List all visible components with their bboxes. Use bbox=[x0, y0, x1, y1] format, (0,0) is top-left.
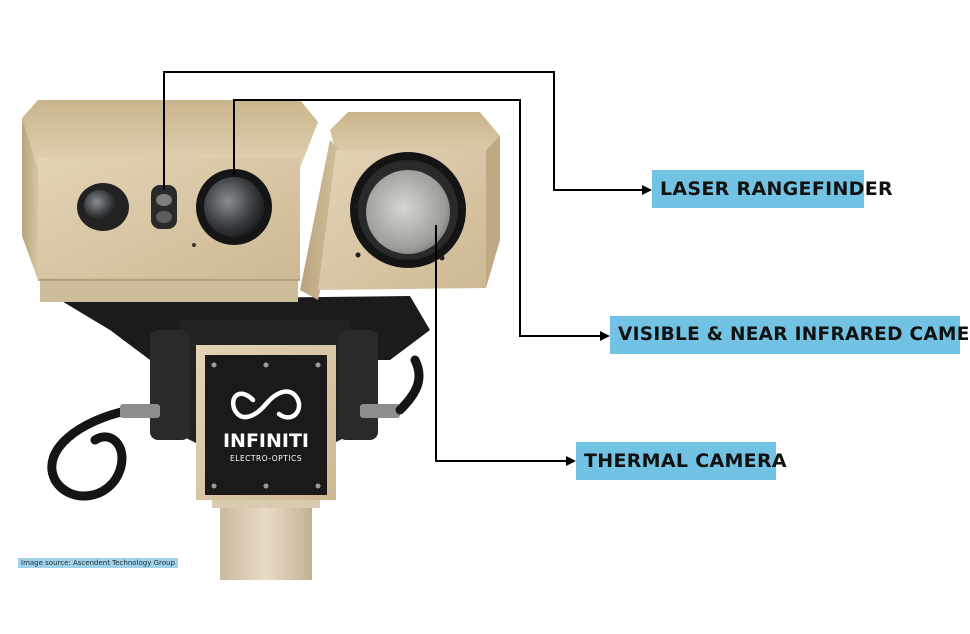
label-thermal-camera: THERMAL CAMERA bbox=[576, 442, 787, 480]
cable-right bbox=[395, 355, 424, 415]
label-laser-rangefinder: LASER RANGEFINDER bbox=[652, 170, 893, 208]
infiniti-logo-icon bbox=[230, 389, 302, 420]
brand-tagline: ELECTRO-OPTICS bbox=[230, 454, 302, 463]
mount-pole bbox=[220, 500, 312, 580]
logo-plate bbox=[205, 355, 327, 495]
leader-line-laser bbox=[163, 71, 646, 191]
label-visible-nir-camera: VISIBLE & NEAR INFRARED CAMERA bbox=[610, 316, 970, 354]
cable-connector-right bbox=[360, 404, 400, 418]
image-credit: Image source: Ascendent Technology Group bbox=[18, 558, 178, 568]
plate-screws bbox=[211, 362, 321, 489]
cable bbox=[47, 405, 135, 501]
leader-line-visible bbox=[233, 99, 604, 337]
cable-connector-left bbox=[120, 404, 160, 418]
arrow-right-icon bbox=[566, 185, 652, 466]
yoke-right-arm bbox=[338, 330, 378, 440]
leader-line-thermal bbox=[435, 225, 570, 462]
leader-lines bbox=[163, 71, 646, 462]
yoke-left-arm bbox=[150, 330, 190, 440]
brand-name: INFINITI bbox=[223, 430, 309, 452]
